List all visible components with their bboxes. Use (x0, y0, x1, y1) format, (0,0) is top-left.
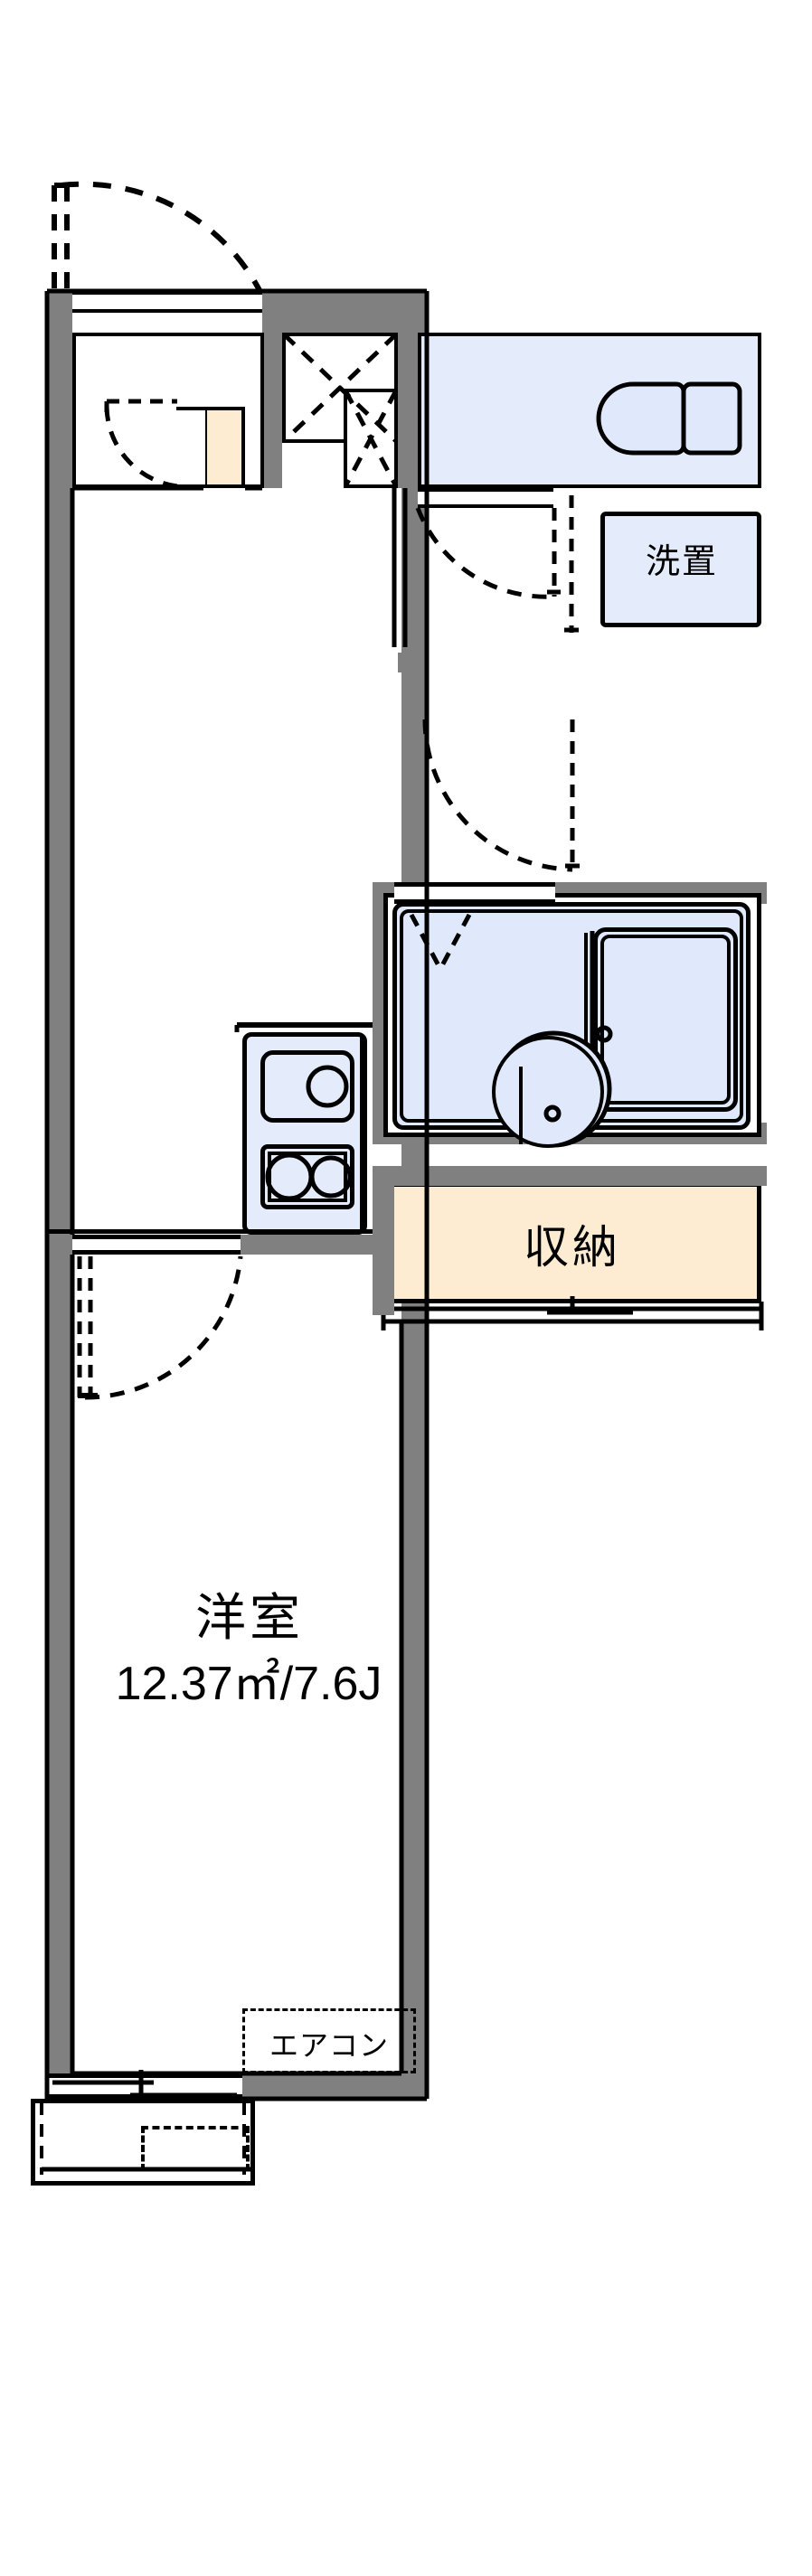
kitchen-sink (260, 1050, 354, 1123)
room-door-opening (72, 1235, 241, 1255)
wall-kitchen-hairline (47, 1229, 373, 1234)
bathtub-inner (600, 935, 731, 1105)
shoe-box-door-opening (176, 407, 205, 488)
shoe-closet-lower (344, 389, 398, 488)
wall-left (47, 291, 72, 2099)
main-room-area: 12.37㎡/7.6J (115, 1658, 382, 1710)
entrance-door-opening (72, 291, 262, 313)
toilet-door-opening (418, 488, 553, 508)
storage-label: 収納 (524, 1221, 621, 1274)
wall-genkan-toilet-divider (398, 333, 418, 488)
washer-space-label: 洗置 (645, 541, 718, 581)
washer-space (600, 512, 761, 627)
balcony-inner-dashed-area (141, 2126, 250, 2171)
wall-shoecloset-toilet (262, 333, 282, 488)
wall-below-toilet (398, 653, 427, 672)
toilet-room (418, 333, 761, 488)
balcony-window-opening (47, 2073, 242, 2099)
wall-storage-left (373, 1166, 394, 1315)
bath-door-opening (394, 882, 555, 904)
wall-storage-top (373, 1166, 767, 1186)
shoe-box (203, 407, 245, 488)
wall-entry-band (262, 313, 427, 333)
air-conditioner-label: エアコン (269, 2028, 389, 2063)
gas-stove-inner (268, 1152, 347, 1202)
main-room-name: 洋室 (195, 1589, 304, 1648)
